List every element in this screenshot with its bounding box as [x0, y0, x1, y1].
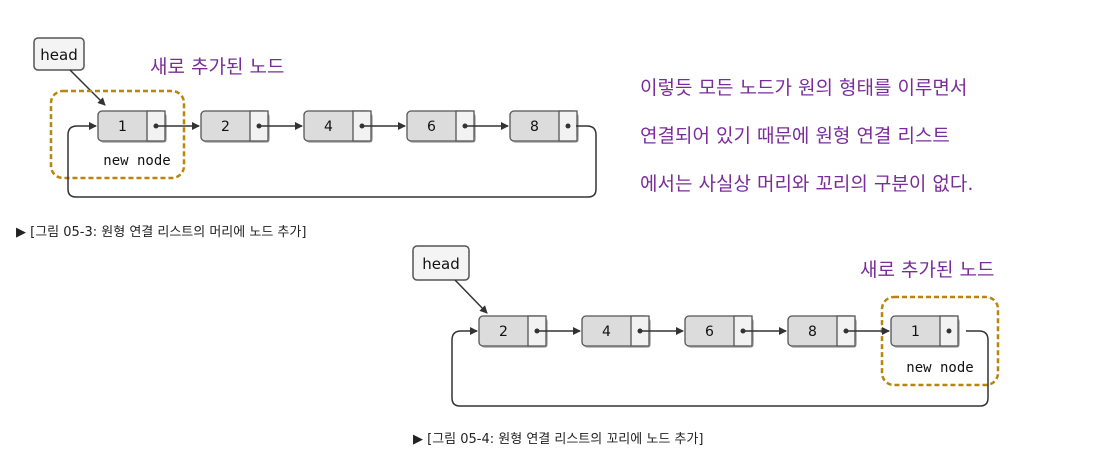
side-note-line-2: 연결되어 있기 때문에 원형 연결 리스트: [640, 125, 950, 147]
head-arrow: [69, 69, 106, 106]
list-node: 2: [200, 110, 270, 143]
node-value: 8: [808, 324, 817, 340]
head-label: head: [422, 255, 459, 273]
new-node-annotation: 새로 추가된 노드: [860, 259, 994, 281]
list-node: 2: [478, 315, 548, 348]
list-node: 8: [509, 110, 579, 143]
node-value: 8: [530, 119, 539, 135]
new-node-highlight: [49, 89, 186, 180]
node-value: 2: [221, 119, 230, 135]
node-value: 6: [427, 119, 436, 135]
figure-caption: ▶ [그림 05-4: 원형 연결 리스트의 꼬리에 노드 추가]: [413, 432, 703, 447]
side-note-line-3: 에서는 사실상 머리와 꼬리의 구분이 없다.: [640, 173, 973, 195]
list-node: 4: [581, 315, 651, 348]
list-node: 1: [97, 110, 167, 143]
new-node-annotation: 새로 추가된 노드: [150, 56, 284, 78]
head-arrow: [454, 279, 488, 314]
list-node: 6: [406, 110, 476, 143]
list-node: 6: [684, 315, 754, 348]
list-node: 1: [890, 315, 960, 348]
node-value: 4: [324, 119, 333, 135]
node-value: 6: [705, 324, 714, 340]
new-node-highlight: [880, 295, 1000, 387]
figure-tail-insert: head 새로 추가된 노드 2 4 6 8 1 new node ▶ [그림 05-4…: [412, 245, 1000, 447]
head-label: head: [40, 46, 77, 64]
side-note: 이렇듯 모든 노드가 원의 형태를 이루면서 연결되어 있기 때문에 원형 연결…: [640, 77, 973, 195]
node-value: 1: [911, 324, 920, 340]
list-node: 8: [787, 315, 857, 348]
head-pointer-box: head: [412, 245, 470, 281]
new-node-label: new node: [906, 360, 973, 376]
node-value: 1: [118, 119, 127, 135]
figure-head-insert: head 새로 추가된 노드 1 2 4 6 8 new node ▶ [그림 05-3…: [16, 37, 597, 240]
figure-caption: ▶ [그림 05-3: 원형 연결 리스트의 머리에 노드 추가]: [16, 225, 306, 240]
side-note-line-1: 이렇듯 모든 노드가 원의 형태를 이루면서: [640, 77, 967, 99]
node-value: 2: [499, 324, 508, 340]
circular-return-link: [67, 122, 597, 198]
circular-return-link: [451, 327, 989, 407]
new-node-label: new node: [103, 153, 170, 169]
head-pointer-box: head: [33, 37, 85, 71]
list-node: 4: [303, 110, 373, 143]
node-value: 4: [602, 324, 611, 340]
